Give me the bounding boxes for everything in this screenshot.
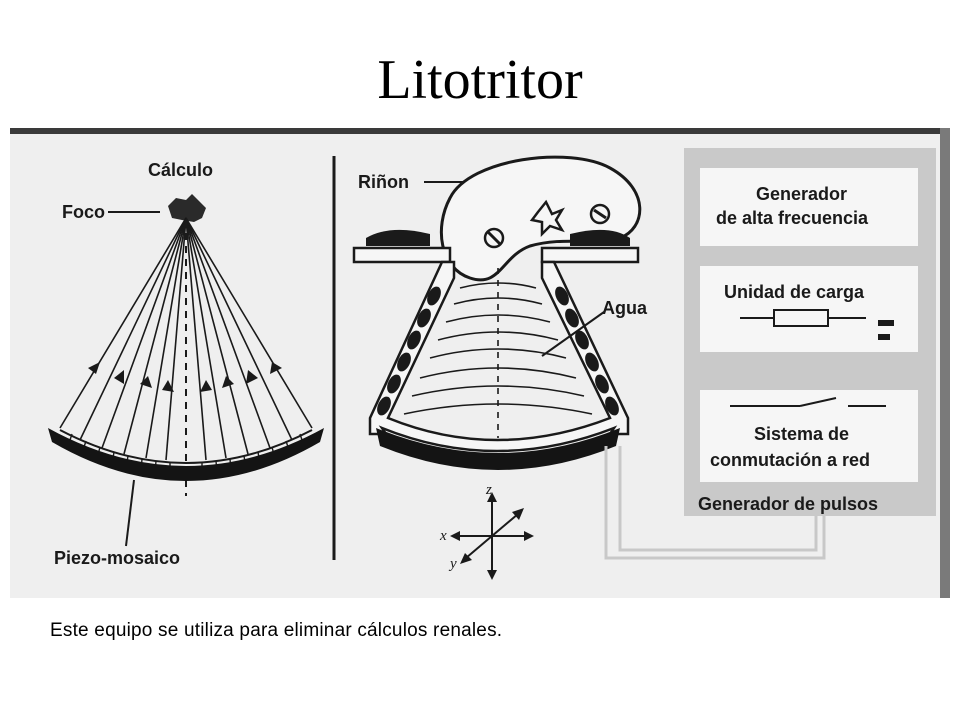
resistor-icon xyxy=(740,309,866,327)
agua-label: Agua xyxy=(602,298,648,318)
generator-base xyxy=(376,428,620,470)
sistema-line2: conmutación a red xyxy=(710,450,870,470)
pulsos-label: Generador de pulsos xyxy=(698,494,878,514)
axis-x-label: x xyxy=(439,528,447,544)
sistema-line1: Sistema de xyxy=(754,424,849,444)
patient-pad-right xyxy=(570,229,630,246)
reflector-housing xyxy=(368,260,630,453)
figure-top-edge xyxy=(10,128,950,134)
transducer-surface xyxy=(59,429,313,464)
calculo-label: Cálculo xyxy=(148,160,213,180)
table-right xyxy=(540,246,640,264)
figure-right-edge xyxy=(940,128,950,598)
diagram-svg: Cálculo Foco xyxy=(10,128,950,598)
generador-box xyxy=(700,168,918,246)
coordinate-axes-icon xyxy=(450,492,534,580)
agua-pointer xyxy=(541,311,605,357)
focus-rays xyxy=(59,217,313,461)
switch-icon xyxy=(730,397,886,407)
unidad-label: Unidad de carga xyxy=(724,282,865,302)
patient-pad-left xyxy=(366,229,430,246)
foco-label: Foco xyxy=(62,202,105,222)
coil-left xyxy=(377,286,441,416)
capacitor-icon xyxy=(878,320,894,340)
generador-line2: de alta frecuencia xyxy=(716,208,869,228)
middle-panel: Riñon xyxy=(352,155,826,580)
cable-inner xyxy=(618,446,818,552)
kidney-stone-icons xyxy=(483,199,611,249)
piezo-backing xyxy=(48,428,324,481)
axis-y-label: y xyxy=(448,556,457,572)
left-panel: Cálculo Foco xyxy=(48,160,324,568)
right-panel: Generador de alta frecuencia Unidad de c… xyxy=(684,148,936,516)
slide-caption: Este equipo se utiliza para eliminar cál… xyxy=(50,620,503,641)
cable-outer xyxy=(604,446,826,560)
piezo-label: Piezo-mosaico xyxy=(54,548,180,568)
lithotripter-diagram: Cálculo Foco xyxy=(10,128,950,598)
rinon-label: Riñon xyxy=(358,172,409,192)
calculo-stone-icon xyxy=(168,194,206,222)
slide-title: Litotritor xyxy=(377,49,583,111)
generador-line1: Generador xyxy=(756,184,847,204)
axis-z-label: z xyxy=(485,482,492,498)
piezo-pointer xyxy=(125,479,135,547)
table-left xyxy=(352,246,452,264)
ray-arrowheads xyxy=(88,362,282,392)
coil-right xyxy=(555,286,619,416)
